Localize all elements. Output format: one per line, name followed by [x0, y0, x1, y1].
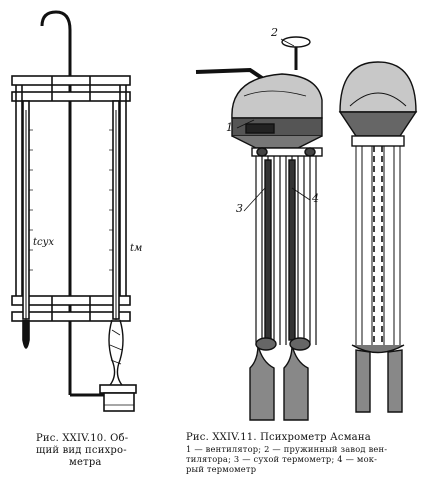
- caption-left: Рис. XXIV.10. Об- щий вид психро- метра: [36, 433, 176, 469]
- caption-left-line2: щий вид психро-: [36, 445, 127, 456]
- caption-right: Рис. XXIV.11. Психрометр Асмана 1 — вент…: [186, 432, 438, 474]
- callout-3-dry-thermometer: 3: [236, 202, 243, 215]
- callout-4-wet-thermometer: 4: [312, 192, 319, 205]
- callout-2-spring-winder: 2: [271, 26, 278, 39]
- psychrometer-drawing: [11, 10, 137, 412]
- callout-1-fan: 1: [226, 121, 233, 134]
- caption-right-desc-line2: тилятора; 3 — сухой термометр; 4 — мок-: [186, 454, 378, 464]
- assmann-psychrometer-drawing: [195, 36, 418, 421]
- label-wet-temperature: tм: [130, 243, 143, 254]
- caption-left-line1: Рис. XXIV.10. Об-: [36, 433, 129, 444]
- label-dry-temperature: tсух: [33, 237, 55, 248]
- caption-right-desc-line3: рый термометр: [186, 464, 257, 474]
- caption-right-title: Рис. XXIV.11. Психрометр Асмана: [186, 432, 371, 443]
- caption-left-line3: метра: [69, 457, 102, 468]
- caption-right-desc-line1: 1 — вентилятор; 2 — пружинный завод вен-: [186, 444, 388, 454]
